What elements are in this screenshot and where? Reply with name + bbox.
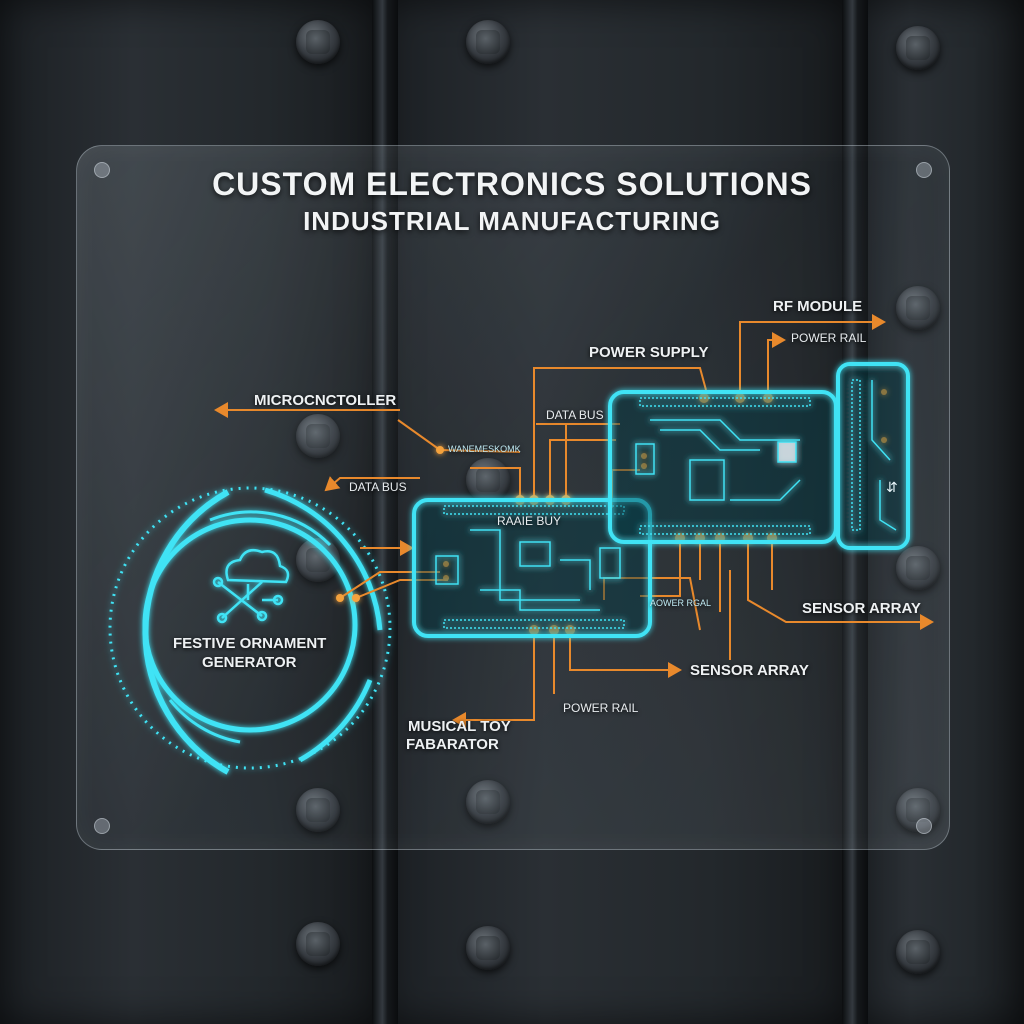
hub-inner-arc [168,699,241,744]
hub-label-line-1: FESTIVE ORNAMENT [173,635,327,652]
sensor-array-right-label: SENSOR ARRAY [802,600,921,617]
bolt [896,26,940,70]
microcontroller-label: MICROCNCTOLLER [254,392,397,409]
hub-inner-ring [142,517,358,733]
board-chip [777,441,797,463]
panel-screw [916,818,932,834]
bolt [296,922,340,966]
board-trace [879,480,897,531]
board-trace [871,380,891,461]
header-pins-side [851,379,861,531]
title-line-1: CUSTOM ELECTRONICS SOLUTIONS [212,166,812,202]
junction-dot [336,594,344,602]
board-chip [635,443,655,475]
bolt [896,930,940,974]
plate-seam-left [372,0,398,1024]
wire [533,367,707,500]
bolt [466,20,510,64]
wire [324,476,420,492]
power-supply-label: POWER SUPPLY [589,344,709,361]
bolt [296,414,340,458]
board-trace [730,479,801,501]
hub-dotted-ring [108,486,392,770]
board-trace [560,559,591,590]
cloud-network-icon [212,549,290,624]
title-line-2: INDUSTRIAL MANUFACTURING [303,206,721,236]
power-rail-bottom-label: POWER RAIL [563,701,639,715]
wire [747,538,934,630]
hub-inner-arc [209,510,332,547]
panel-screw [916,162,932,178]
metal-plate-left [0,0,380,1024]
board-trace [480,589,600,611]
hub-outer-arc [264,487,383,631]
hub-rings [108,486,392,775]
musical-label-line-2: FABARATOR [406,736,499,753]
main-board-label: RAAIE BUY [497,514,562,528]
panel-screw [94,818,110,834]
musical-label-line-1: MUSICAL TOY [408,718,511,735]
bolt [466,926,510,970]
header-pins-top [639,397,811,407]
rf-module-board [836,362,910,550]
wire [767,332,786,398]
small-text-wire: WANEMESKOMK [448,444,521,454]
junction-dot [436,446,444,454]
sensor-array-mid-label: SENSOR ARRAY [690,662,809,679]
hub-label-line-2: GENERATOR [202,654,297,671]
connection-wires [214,314,934,728]
bolt [466,780,510,824]
board-trace [660,429,760,451]
board-chip [689,459,725,501]
bolt [896,286,940,330]
bolt [296,788,340,832]
wire [452,630,535,728]
wire [569,630,682,678]
data-bus-top-label: DATA BUS [546,408,604,422]
hub-outer-arc [142,489,230,775]
panel-screw [94,162,110,178]
power-rail-top-label: POWER RAIL [791,331,867,345]
bolt [896,546,940,590]
board-chip [519,541,551,567]
circuit-board-secondary [608,390,838,544]
junction-dot [352,594,360,602]
board-chip [599,547,621,579]
bolt [466,458,510,502]
board-outline [608,390,838,544]
wire [470,467,521,500]
small-text-board: AOWER RGAL [650,598,712,608]
board-trace [650,419,800,441]
board-outline [836,362,910,550]
header-pins-bottom [639,525,811,535]
board-chip [435,555,459,585]
rf-module-label: RF MODULE [773,298,863,315]
header-pins-bottom [443,619,625,629]
data-bus-left-label: DATA BUS [349,480,407,494]
circuit-board-main [412,498,652,638]
wire [640,538,681,597]
board-trace [470,529,580,601]
board-outline [412,498,652,638]
wire [739,314,886,398]
bolt [296,20,340,64]
wire [549,439,616,500]
hub-outer-arc [298,679,373,763]
rf-arrow-glyphs: ⇵ [886,480,898,496]
